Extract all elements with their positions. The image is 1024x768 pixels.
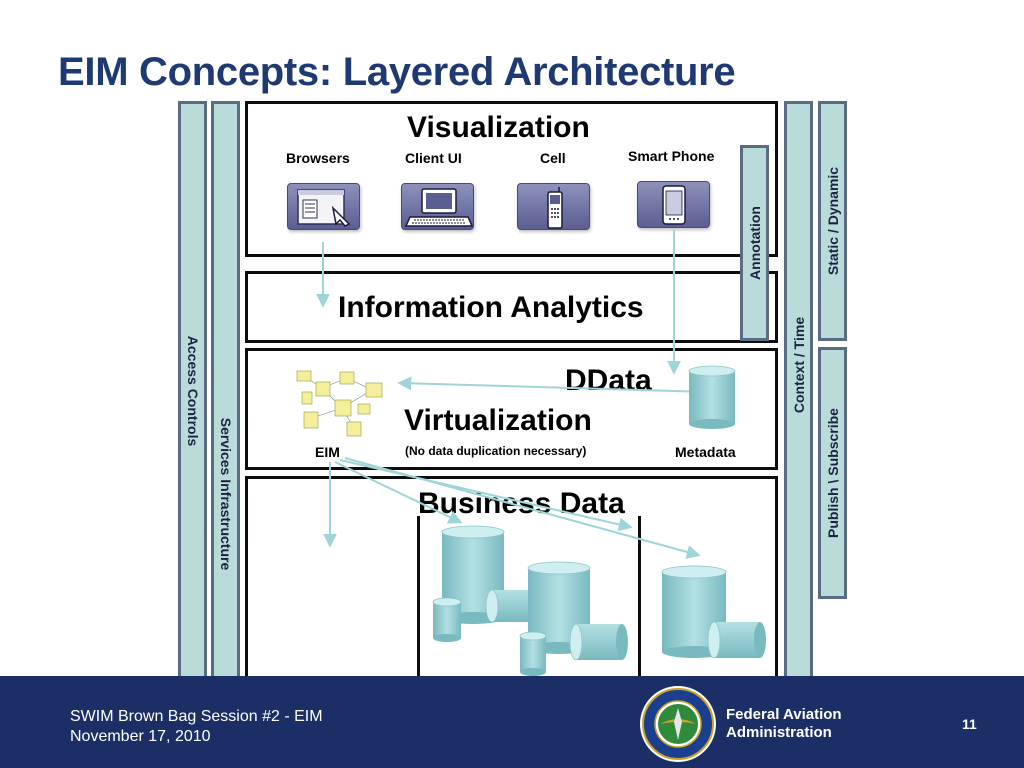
arrow-eim-to-store-1 — [334, 461, 463, 524]
page-number: 11 — [962, 716, 977, 732]
context-time-bar: Context / Time — [784, 101, 813, 681]
no-duplication-note: (No data duplication necessary) — [405, 444, 587, 458]
arrow-metadata-to-eim — [397, 376, 709, 393]
data-virtualization-title-line2: Virtualization — [404, 404, 592, 437]
cell-label: Cell — [540, 150, 566, 166]
publish-subscribe-bar: Publish \ Subscribe — [818, 347, 847, 599]
browser-icon — [287, 183, 360, 230]
eim-model-thumbnail — [292, 368, 392, 440]
client-ui-label: Client UI — [405, 150, 462, 166]
laptop-icon — [401, 183, 474, 230]
business-data-cylinders — [432, 525, 766, 676]
footer-org-line2: Administration — [726, 724, 832, 741]
smart-phone-icon — [637, 181, 710, 228]
access-controls-bar: Access Controls — [178, 101, 207, 681]
footer-session: SWIM Brown Bag Session #2 - EIM — [70, 708, 323, 725]
data-virtualization-title-line1: DData — [565, 364, 652, 397]
information-analytics-layer — [245, 271, 778, 343]
cell-phone-icon — [517, 183, 590, 230]
page-title: EIM Concepts: Layered Architecture — [58, 50, 736, 94]
arrow-eim-to-store-3 — [344, 457, 701, 559]
faa-seal-icon — [638, 684, 718, 764]
metadata-label: Metadata — [675, 444, 736, 460]
annotation-bar: Annotation — [740, 145, 769, 341]
browsers-label: Browsers — [286, 150, 350, 166]
static-dynamic-bar: Static / Dynamic — [818, 101, 847, 341]
footer-bar — [0, 676, 1024, 768]
business-data-divider-right — [638, 516, 641, 681]
flow-arrows — [316, 230, 709, 559]
metadata-cylinder — [688, 365, 736, 429]
smart-phone-label: Smart Phone — [628, 148, 715, 164]
business-data-divider-left — [417, 516, 420, 681]
footer-date: November 17, 2010 — [70, 728, 211, 745]
visualization-title: Visualization — [407, 111, 590, 144]
information-analytics-title: Information Analytics — [338, 291, 644, 324]
footer-org-line1: Federal Aviation — [726, 706, 842, 723]
visualization-layer — [245, 101, 778, 257]
arrow-eim-to-store-2 — [339, 459, 633, 532]
eim-label: EIM — [315, 444, 340, 460]
